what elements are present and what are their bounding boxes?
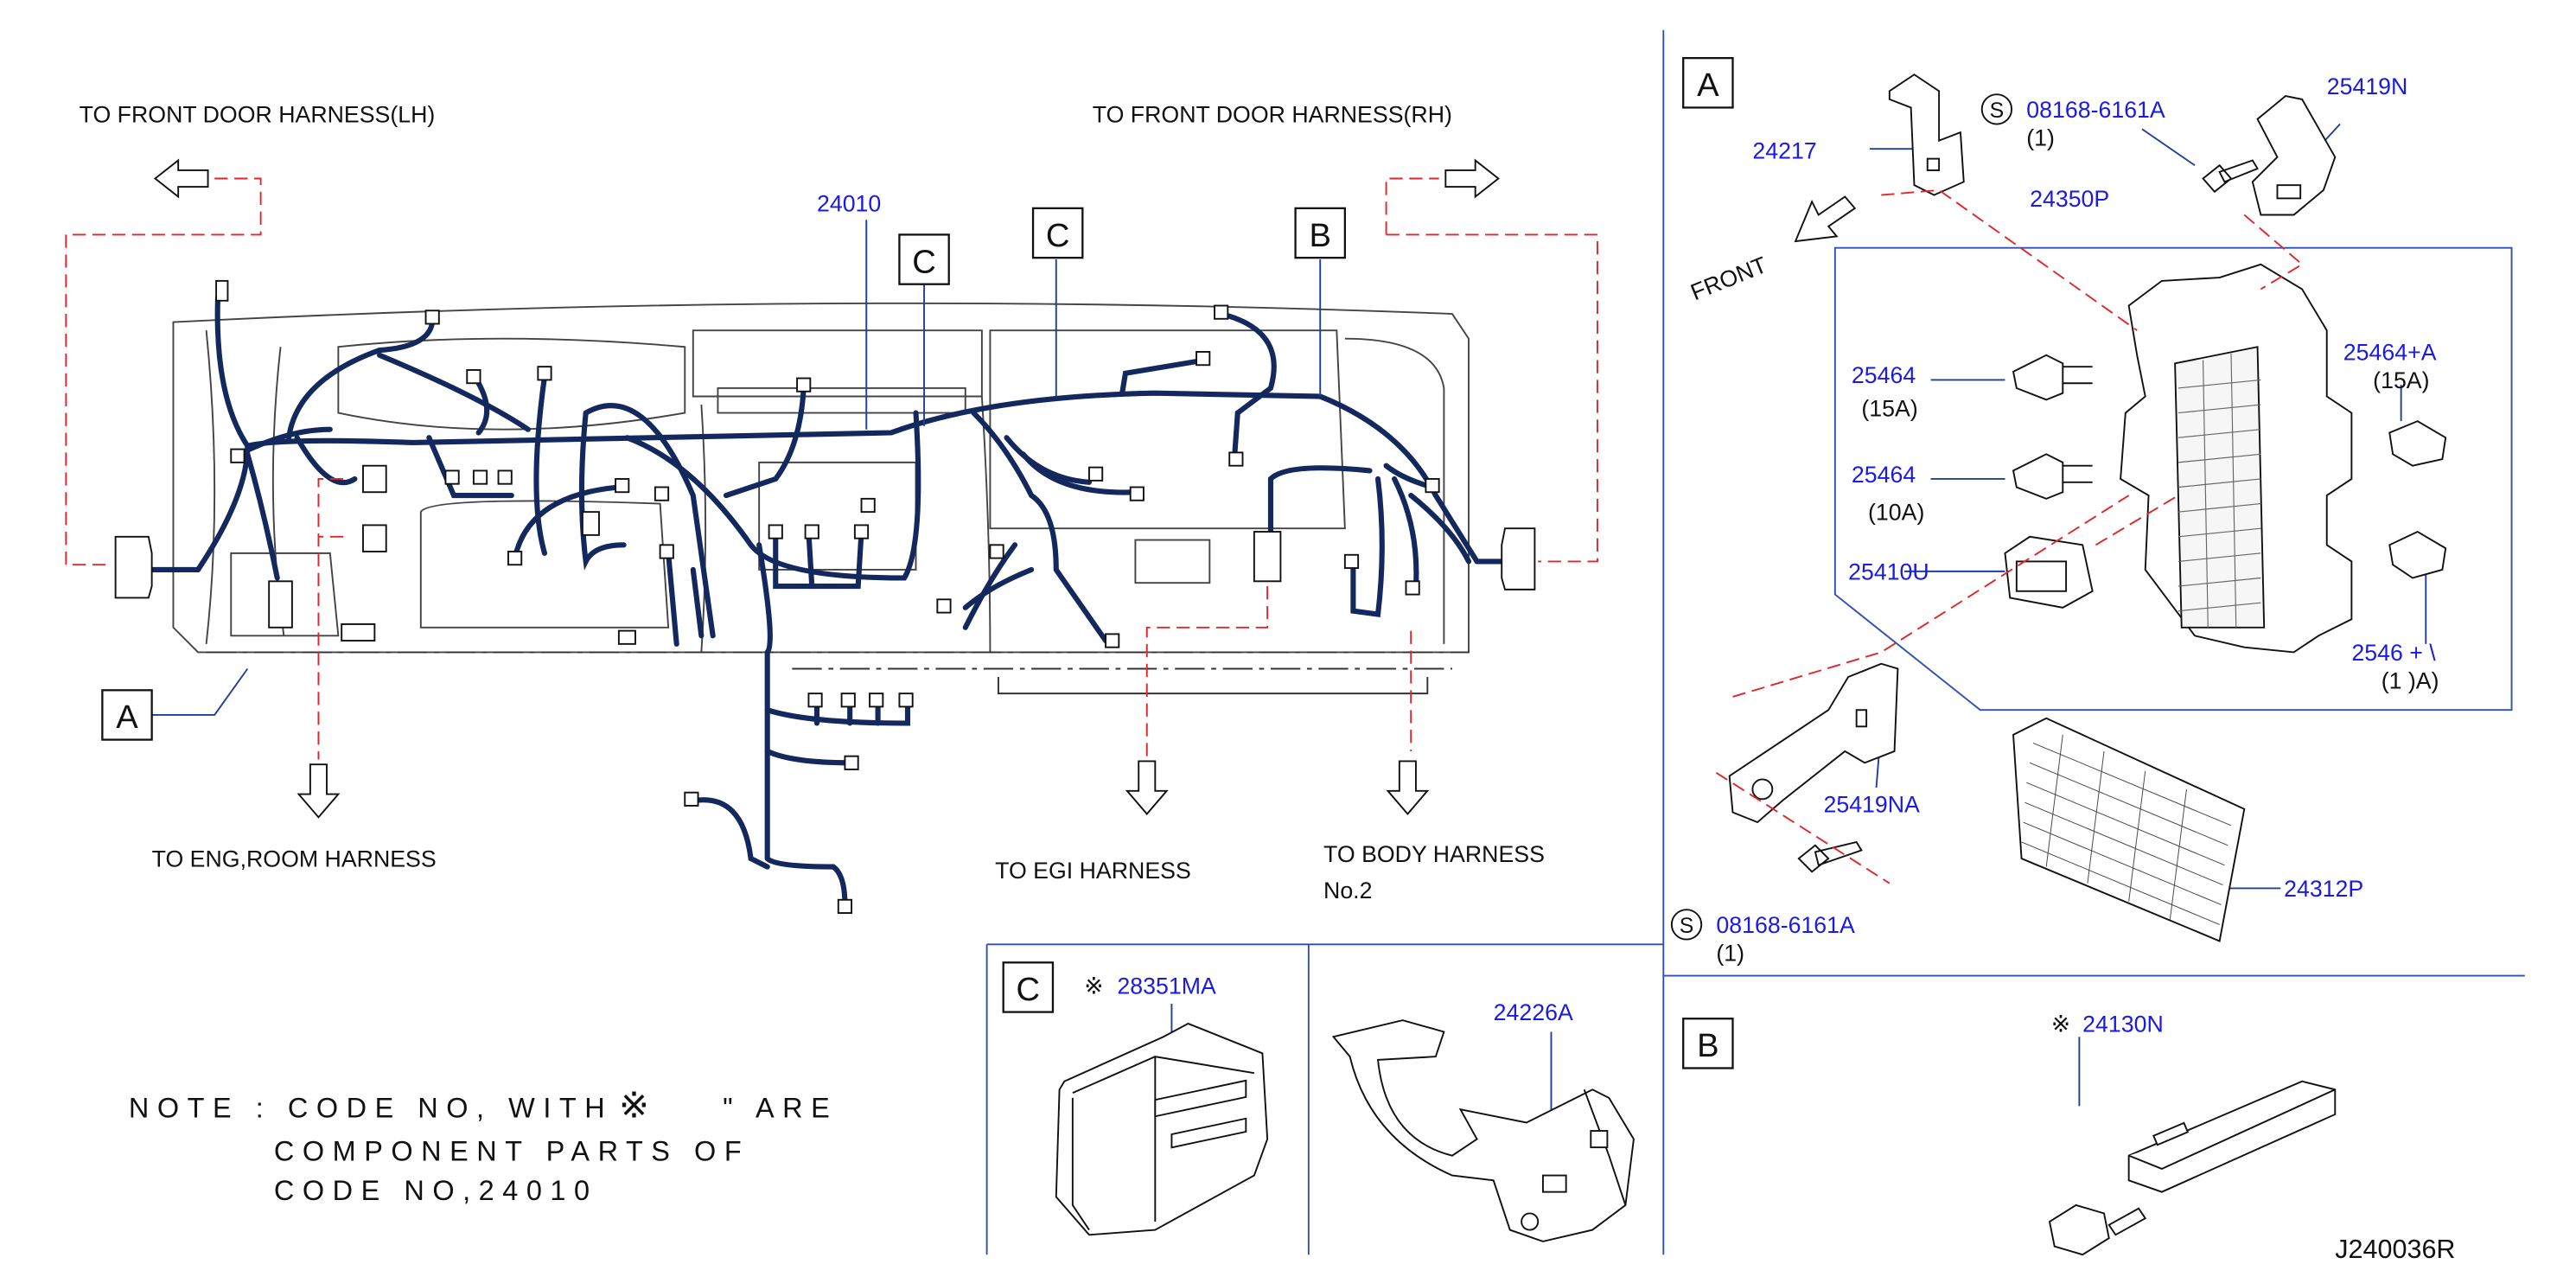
wire-harness <box>149 294 1505 908</box>
part-24226A-label: 24226A <box>1494 999 1573 1025</box>
callout-box-a-panel <box>1682 57 1734 109</box>
callout-box-a-main <box>101 689 153 741</box>
callout-letter-b-main: B <box>1309 217 1330 254</box>
callout-box-c-2 <box>1031 207 1084 259</box>
part-25464-15a-label: 25464 <box>1852 362 1916 388</box>
bracket-25419N <box>2251 95 2337 216</box>
star-mark-24130N: ※ <box>2051 1011 2070 1037</box>
panel-frames <box>985 29 2525 1255</box>
bolt-bottom <box>1797 840 1863 873</box>
part-24312P-label: 24312P <box>2284 876 2363 902</box>
note-line1-b: " ARE <box>723 1093 838 1124</box>
drawing-id: J240036R <box>2335 1235 2455 1264</box>
s-marks <box>1670 93 2013 941</box>
part-24350P-label: 24350P <box>2030 186 2109 212</box>
bolt-top <box>2202 159 2259 194</box>
callout-letter-a-panel: A <box>1697 67 1719 104</box>
panel-b-drawings <box>2048 1080 2337 1256</box>
clip-24226A <box>1331 1019 1635 1242</box>
callout-letter-c-2: C <box>1046 217 1070 254</box>
harness-connectors <box>114 279 1536 914</box>
part-08168-bottom-label: 08168-6161A <box>1716 912 1855 938</box>
callout-box-b-main <box>1294 207 1347 259</box>
note-line1-a: NOTE : CODE NO, WITH <box>129 1093 613 1124</box>
label-to-front-door-rh: TO FRONT DOOR HARNESS(RH) <box>1093 102 1452 128</box>
fuse-25464-10a <box>2012 453 2064 500</box>
bracket-24217 <box>1888 73 1965 196</box>
callout-boxes <box>101 57 1734 1069</box>
part-08168-top-label: 08168-6161A <box>2026 97 2165 123</box>
part-24130N-label: 24130N <box>2082 1011 2164 1037</box>
hollow-arrows <box>153 158 1857 819</box>
panel-a-labels: FRONT 24217 08168-6161A (1) 25419N 24350… <box>1687 73 2439 966</box>
part-25464a-15a-rating: (15A) <box>2373 367 2429 393</box>
note-line3: CODE NO,24010 <box>274 1175 598 1206</box>
label-front: FRONT <box>1687 252 1771 305</box>
part-08168-bottom-qty: (1) <box>1716 940 1744 966</box>
arrow-left-lh-door <box>153 158 209 199</box>
instrument-panel-outline <box>172 302 1470 654</box>
egi-bracket-line <box>998 677 1429 695</box>
note-block: NOTE : CODE NO, WITH ※ " ARE COMPONENT P… <box>129 1085 838 1206</box>
panel-a-drawings <box>1728 73 2447 942</box>
label-to-front-door-lh: TO FRONT DOOR HARNESS(LH) <box>80 102 436 128</box>
panel-b-labels: ※ 24130N <box>2051 1011 2164 1037</box>
callout-letter-b-panel: B <box>1697 1027 1718 1064</box>
part-25464a-10a-rating: (1 )A) <box>2382 667 2439 693</box>
callout-letter-c-1: C <box>912 243 936 280</box>
arrow-down-egi <box>1125 760 1169 815</box>
part-25464-10a-label: 25464 <box>1852 462 1916 488</box>
label-to-eng-room: TO ENG,ROOM HARNESS <box>152 846 437 872</box>
callout-leaders <box>151 123 2427 1156</box>
part-25464-10a-rating: (10A) <box>1868 500 1924 526</box>
part-24010-label: 24010 <box>817 191 881 217</box>
s-mark-top: S <box>1990 99 2005 123</box>
bracket-25419NA <box>1728 662 1899 824</box>
arrow-right-rh-door <box>1444 158 1500 199</box>
connector-24130N <box>2048 1203 2110 1256</box>
callout-letter-a-main: A <box>116 699 138 736</box>
label-to-body-harness: TO BODY HARNESS <box>1323 841 1545 867</box>
fuse-25464a-15a <box>2388 420 2447 467</box>
fuse-25464a-10a <box>2388 530 2447 579</box>
part-08168-top-qty: (1) <box>2026 124 2055 150</box>
arrow-down-body <box>1386 760 1430 815</box>
fuse-25464-15a <box>2012 354 2064 401</box>
callout-letters: A C C B A C B <box>116 67 1719 1064</box>
part-25464a-10a-label: 2546 + \ <box>2351 640 2436 666</box>
panel-a-red-leaders <box>1715 188 2304 884</box>
arrow-front <box>1794 195 1857 243</box>
panel-c-drawings <box>1055 1019 1635 1242</box>
s-mark-bottom: S <box>1680 915 1694 938</box>
part-25464a-15a-label: 25464+A <box>2343 340 2437 366</box>
panel-lower-boundary <box>206 651 1470 670</box>
part-28351MA-label: 28351MA <box>1117 973 1216 999</box>
star-mark-28351MA: ※ <box>1084 973 1103 999</box>
callout-letter-c-panel: C <box>1017 971 1041 1008</box>
callout-box-c-1 <box>898 233 950 285</box>
cover-24312P <box>2012 717 2246 942</box>
label-to-body-no2: No.2 <box>1323 878 1372 903</box>
part-25410U-label: 25410U <box>1848 559 1929 584</box>
part-24217-label: 24217 <box>1752 138 1816 164</box>
arrow-down-eng-room <box>296 763 341 819</box>
part-25464-15a-rating: (15A) <box>1861 395 1917 421</box>
destination-labels: TO FRONT DOOR HARNESS(LH) TO FRONT DOOR … <box>80 102 1545 903</box>
callout-box-c-panel <box>1002 961 1055 1013</box>
callout-box-b-panel <box>1682 1018 1734 1069</box>
harness-destination-leaders <box>65 177 1598 760</box>
panel-c-labels: ※ 28351MA 24226A <box>1084 973 1573 1026</box>
label-to-egi: TO EGI HARNESS <box>995 858 1191 884</box>
note-star-mark: ※ <box>619 1085 649 1126</box>
note-line2: COMPONENT PARTS OF <box>274 1135 749 1166</box>
part-25419NA-label: 25419NA <box>1823 792 1920 818</box>
part-25419N-label: 25419N <box>2327 73 2408 99</box>
